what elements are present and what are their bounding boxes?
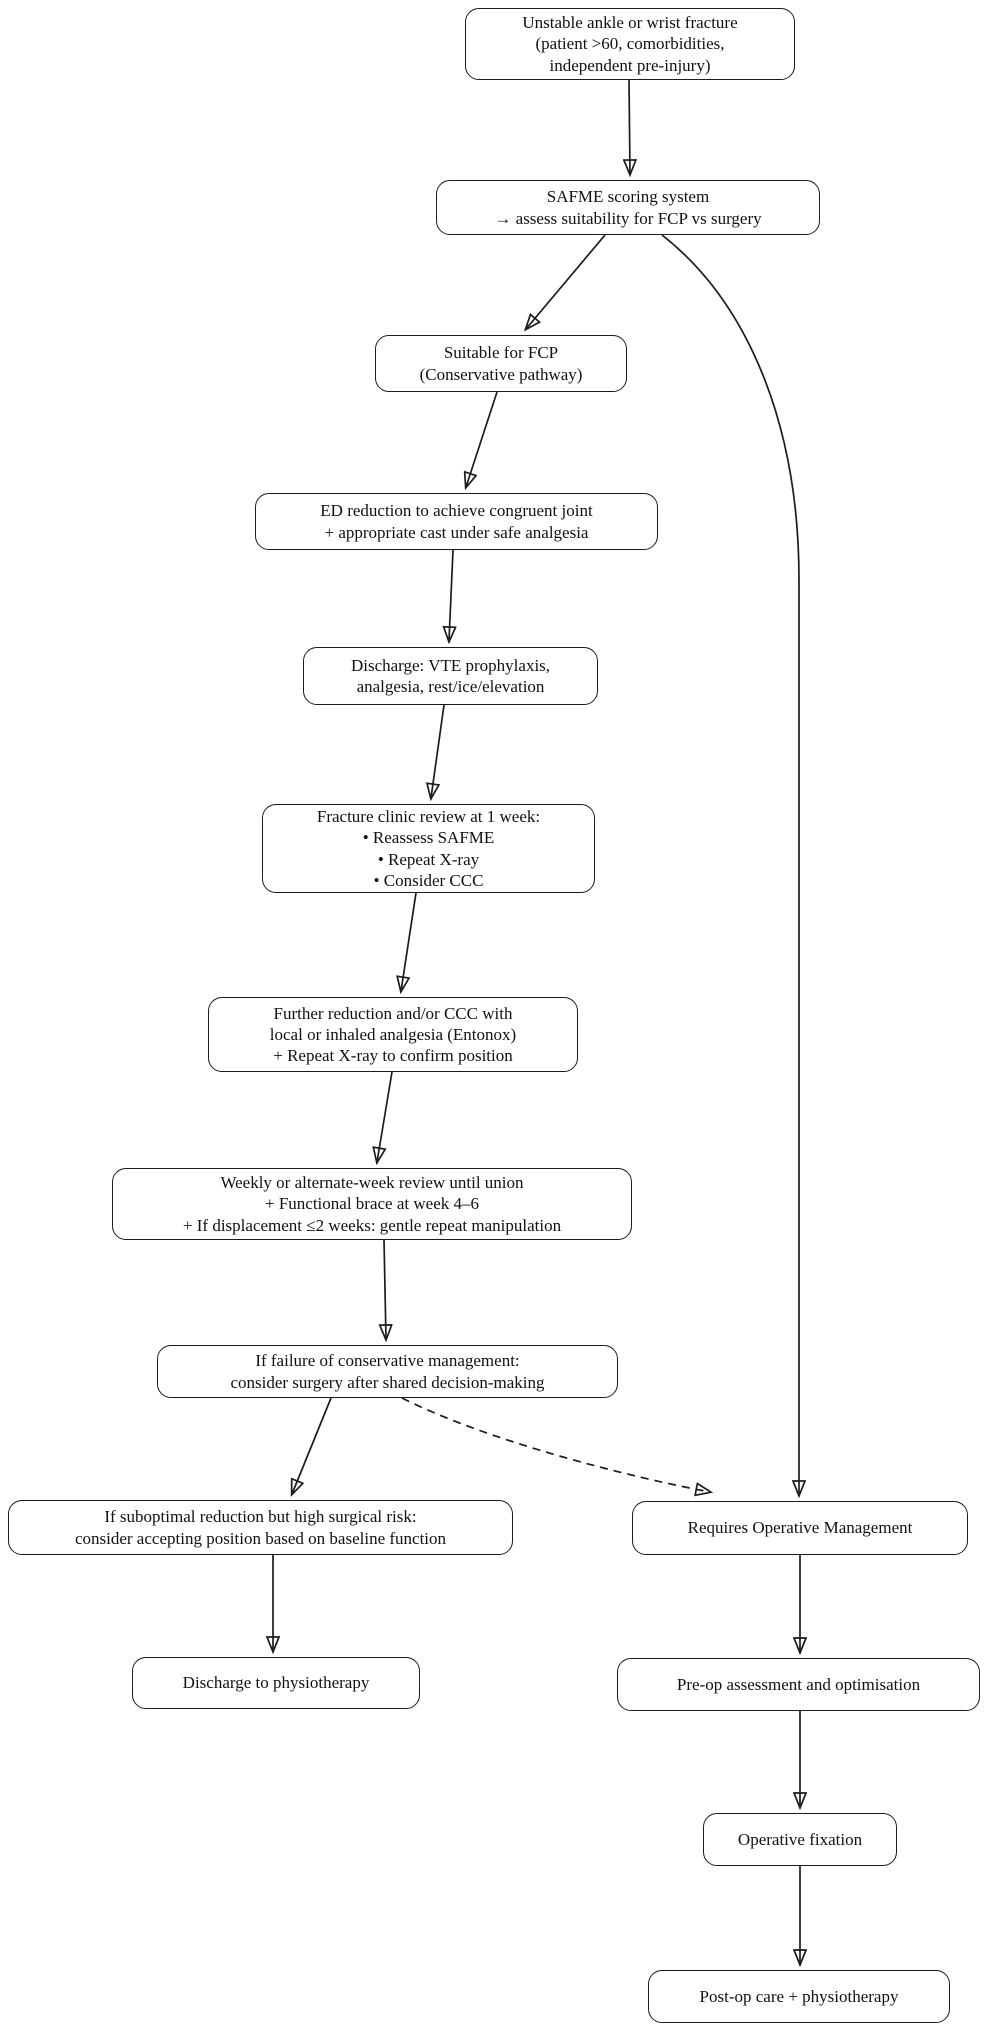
node-ed-reduction-label: ED reduction to achieve congruent joint …: [320, 501, 593, 542]
edge-suitable-to-ed-reduction: [466, 391, 498, 487]
node-further-reduction-label: Further reduction and/or CCC with local …: [269, 1003, 517, 1066]
node-safme-scoring-label: SAFME scoring system → assess suitabilit…: [494, 187, 762, 228]
node-if-failure-label: If failure of conservative management: c…: [230, 1351, 545, 1392]
node-post-op: Post-op care + physiotherapy: [648, 1970, 950, 2023]
edge-if-failure-to-requires-operative-dashed: [401, 1397, 710, 1492]
node-weekly-review: Weekly or alternate-week review until un…: [112, 1168, 632, 1240]
node-discharge-physio: Discharge to physiotherapy: [132, 1657, 420, 1709]
node-fracture-clinic-label: Fracture clinic review at 1 week: • Reas…: [316, 807, 541, 890]
node-safme-scoring: SAFME scoring system → assess suitabilit…: [436, 180, 820, 235]
edge-unstable-to-safme: [629, 79, 630, 174]
node-operative-fixation-label: Operative fixation: [737, 1829, 863, 1849]
edge-discharge-vte-to-fracture-clinic: [431, 704, 445, 798]
node-if-suboptimal-label: If suboptimal reduction but high surgica…: [74, 1507, 447, 1548]
node-suitable-fcp: Suitable for FCP (Conservative pathway): [375, 335, 627, 392]
node-suitable-fcp-label: Suitable for FCP (Conservative pathway): [419, 343, 583, 384]
node-requires-operative: Requires Operative Management: [632, 1501, 968, 1555]
node-if-suboptimal: If suboptimal reduction but high surgica…: [8, 1500, 513, 1555]
node-unstable-fracture-label: Unstable ankle or wrist fracture (patien…: [522, 13, 738, 75]
node-pre-op: Pre-op assessment and optimisation: [617, 1658, 980, 1711]
node-discharge-vte: Discharge: VTE prophylaxis, analgesia, r…: [303, 647, 598, 705]
edge-safme-to-requires-operative: [661, 234, 799, 1495]
edge-ed-reduction-to-discharge-vte: [449, 549, 453, 641]
node-pre-op-label: Pre-op assessment and optimisation: [676, 1674, 921, 1694]
edge-weekly-review-to-if-failure: [384, 1239, 386, 1339]
node-discharge-vte-label: Discharge: VTE prophylaxis, analgesia, r…: [350, 655, 551, 696]
node-fracture-clinic: Fracture clinic review at 1 week: • Reas…: [262, 804, 595, 893]
node-ed-reduction: ED reduction to achieve congruent joint …: [255, 493, 658, 550]
node-requires-operative-label: Requires Operative Management: [687, 1518, 913, 1538]
edge-fracture-clinic-to-further-reduction: [401, 892, 417, 991]
node-operative-fixation: Operative fixation: [703, 1813, 897, 1866]
edge-further-reduction-to-weekly-review: [377, 1071, 393, 1162]
node-if-failure: If failure of conservative management: c…: [157, 1345, 618, 1398]
node-weekly-review-label: Weekly or alternate-week review until un…: [182, 1173, 562, 1235]
node-further-reduction: Further reduction and/or CCC with local …: [208, 997, 578, 1072]
edge-if-failure-to-if-suboptimal: [292, 1397, 332, 1494]
node-discharge-physio-label: Discharge to physiotherapy: [182, 1673, 370, 1693]
node-post-op-label: Post-op care + physiotherapy: [699, 1986, 899, 2006]
node-unstable-fracture: Unstable ankle or wrist fracture (patien…: [465, 8, 795, 80]
edge-safme-to-suitable: [526, 234, 606, 329]
